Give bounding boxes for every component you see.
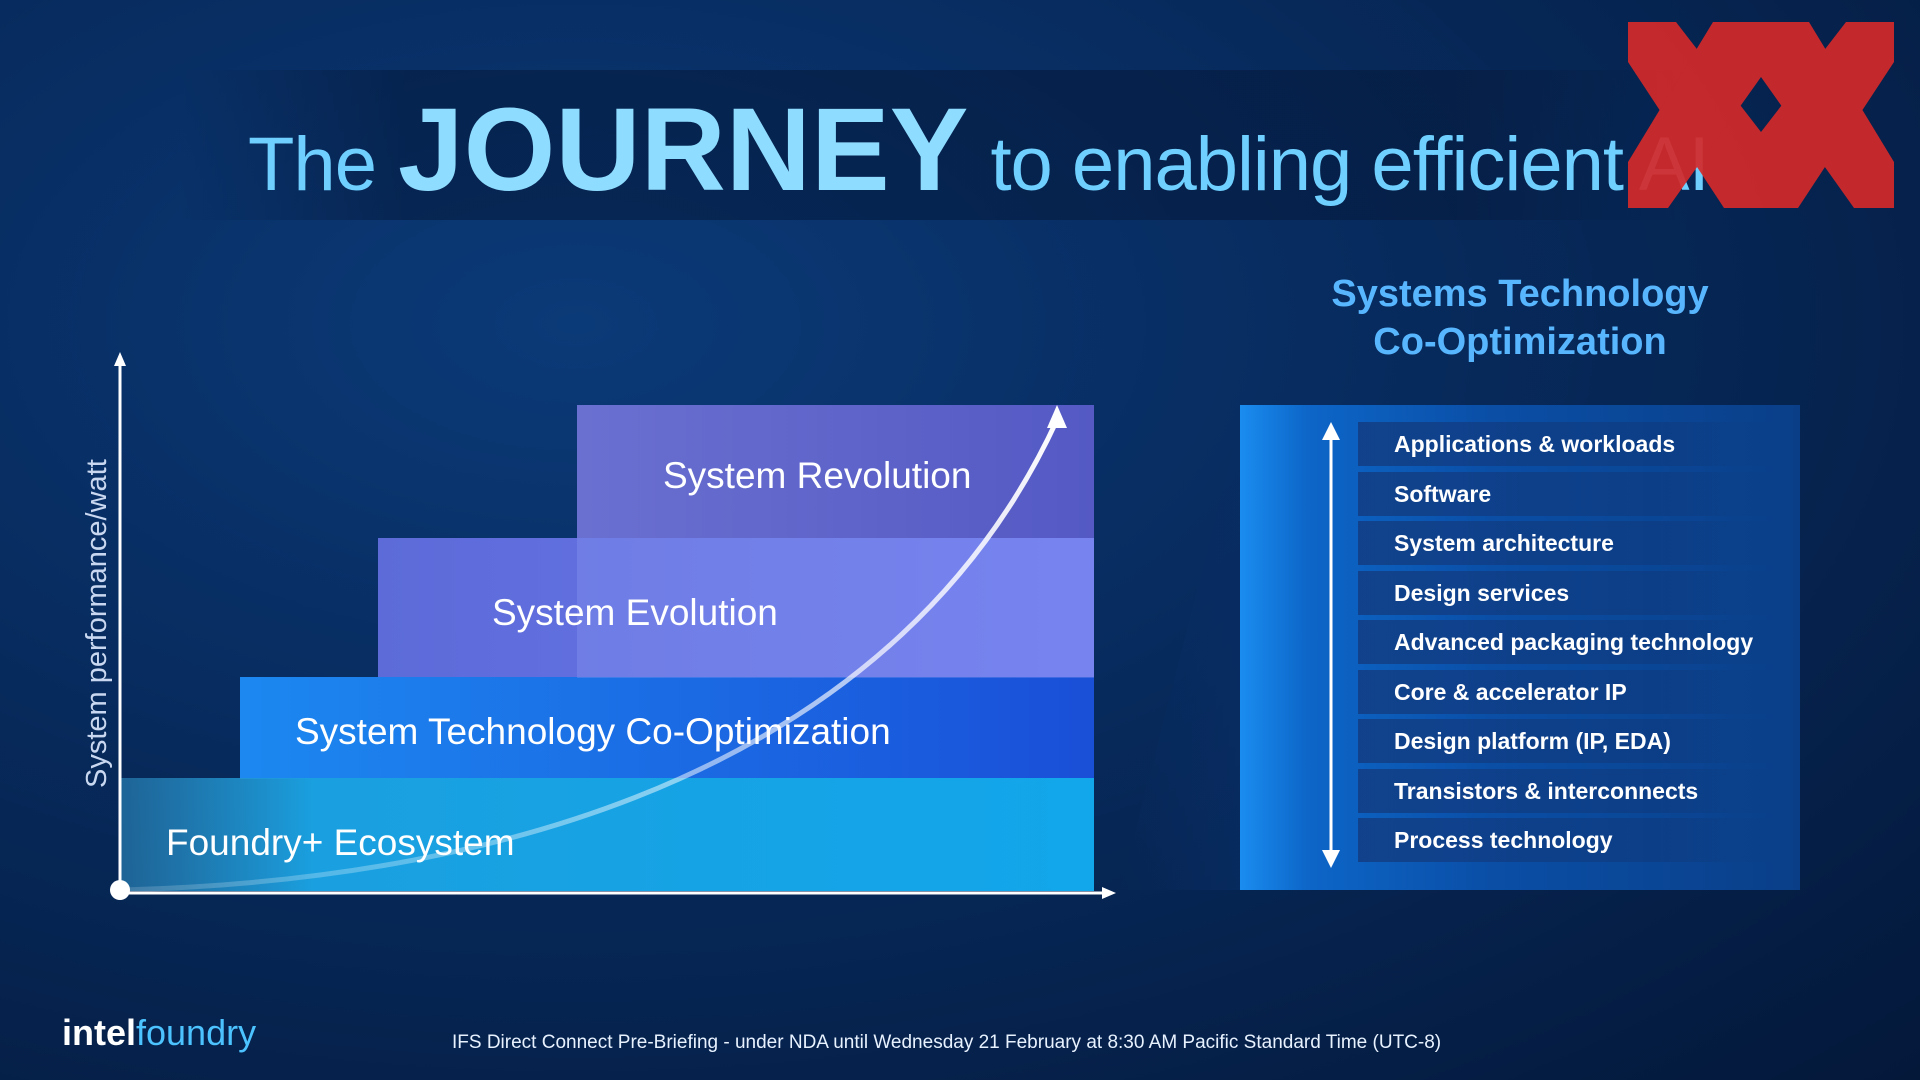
stack-item-process-technology: Process technology bbox=[1358, 818, 1788, 862]
title-suffix: to enabling efficient AI bbox=[990, 122, 1709, 207]
xx-logo-icon bbox=[1628, 22, 1894, 208]
stack-item-applications: Applications & workloads bbox=[1358, 422, 1788, 466]
title-backdrop bbox=[180, 70, 1680, 220]
stack-item-software: Software bbox=[1358, 471, 1788, 516]
intel-foundry-logo: intelfoundry bbox=[62, 1012, 256, 1054]
layer-foundry-ecosystem bbox=[120, 778, 1094, 891]
nda-note: IFS Direct Connect Pre-Briefing - under … bbox=[452, 1032, 1442, 1053]
layer-label-stco: System Technology Co-Optimization bbox=[295, 711, 891, 752]
layer-system-evolution bbox=[378, 538, 1094, 678]
growth-curve bbox=[119, 418, 1060, 893]
stack-item-design-services: Design services bbox=[1358, 570, 1788, 615]
stack-item-system-architecture: System architecture bbox=[1358, 521, 1788, 565]
layer-label-system-revolution: System Revolution bbox=[663, 455, 971, 496]
layer-label-system-evolution: System Evolution bbox=[492, 592, 778, 633]
growth-curve-arrowhead bbox=[1047, 405, 1067, 428]
axis-origin bbox=[110, 880, 130, 900]
layer-overlap-shade bbox=[577, 538, 1094, 678]
x-axis-arrowhead bbox=[1102, 887, 1116, 899]
panel-title-line2: Co-Optimization bbox=[1373, 321, 1667, 363]
panel-title-line1: Systems Technology bbox=[1331, 273, 1709, 315]
title-emphasis: JOURNEY bbox=[397, 84, 969, 216]
y-axis-arrowhead bbox=[114, 352, 126, 366]
stack-item-advanced-packaging: Advanced packaging technology bbox=[1358, 620, 1788, 664]
stack-item-core-accelerator-ip: Core & accelerator IP bbox=[1358, 669, 1788, 714]
layer-system-revolution bbox=[577, 405, 1094, 539]
logo-word-foundry: foundry bbox=[136, 1012, 257, 1053]
title-prefix: The bbox=[248, 122, 377, 207]
double-arrow-icon bbox=[1322, 422, 1340, 868]
layer-stco bbox=[240, 677, 1094, 779]
panel-title: Systems Technology Co-Optimization bbox=[1240, 270, 1800, 366]
stco-stack-list: Applications & workloads Software System… bbox=[1358, 422, 1788, 868]
stack-item-transistors: Transistors & interconnects bbox=[1358, 768, 1788, 813]
y-axis-label: System performance/watt bbox=[81, 459, 113, 788]
stack-item-design-platform: Design platform (IP, EDA) bbox=[1358, 719, 1788, 763]
logo-word-intel: intel bbox=[62, 1012, 137, 1053]
layer-label-foundry-ecosystem: Foundry+ Ecosystem bbox=[166, 822, 515, 863]
